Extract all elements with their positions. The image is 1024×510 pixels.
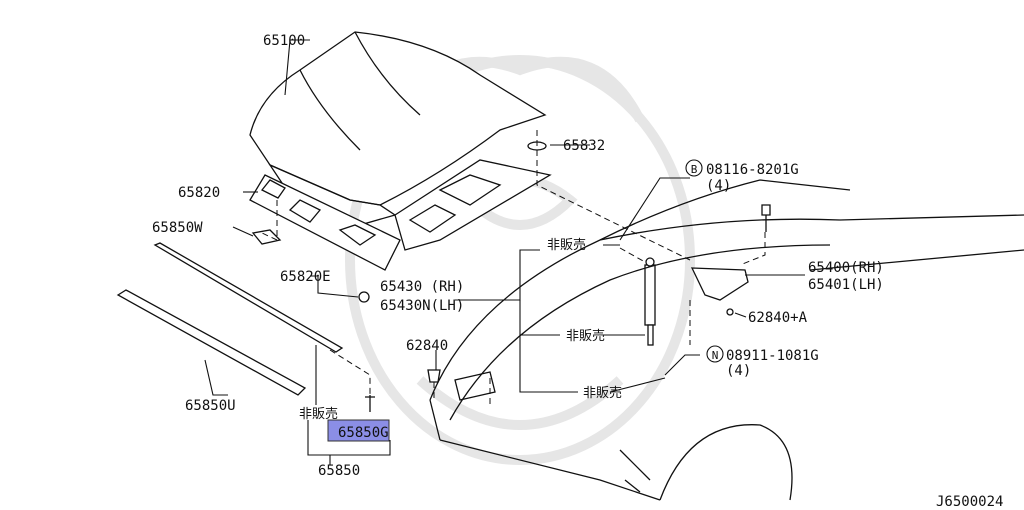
solid-leaders [204, 39, 805, 465]
label-08116[interactable]: 08116-8201G [706, 162, 799, 178]
label-08911[interactable]: 08911-1081G [726, 348, 819, 364]
hood-stay[interactable] [644, 257, 656, 346]
label-65850g[interactable]: 65850G [338, 425, 389, 441]
label-65430n[interactable]: 65430N(LH) [380, 298, 464, 314]
label-65850[interactable]: 65850 [318, 463, 360, 479]
seal-65850w[interactable] [251, 229, 282, 245]
diagram-id: J6500024 [936, 494, 1003, 510]
svg-text:B: B [691, 163, 698, 176]
hood-inner-panel[interactable] [394, 159, 552, 251]
label-not-sold-3: 非販売 [583, 385, 622, 401]
label-65100[interactable]: 65100 [263, 33, 305, 49]
label-08911-qty: (4) [726, 363, 751, 379]
label-62840a[interactable]: 62840+A [748, 310, 808, 326]
clip-65850g[interactable] [365, 395, 375, 412]
label-not-sold-4: 非販売 [299, 406, 338, 422]
cowl-panel-65820[interactable] [249, 174, 401, 271]
label-65820[interactable]: 65820 [178, 185, 220, 201]
label-65401[interactable]: 65401(LH) [808, 277, 884, 293]
seal-strip-upper[interactable] [153, 242, 344, 353]
car-body-outline [429, 179, 1024, 501]
label-65820e[interactable]: 65820E [280, 269, 331, 285]
label-65400[interactable]: 65400(RH) [808, 260, 884, 276]
circle-marker-b: B [685, 159, 703, 177]
dashed-leaders [261, 130, 766, 405]
label-not-sold-1: 非販売 [547, 237, 586, 253]
label-65850w[interactable]: 65850W [152, 220, 203, 236]
label-08116-qty: (4) [706, 178, 731, 194]
seal-strip-lower-65850u[interactable] [116, 289, 307, 396]
label-62840[interactable]: 62840 [406, 338, 448, 354]
stop-rubber-62840[interactable] [427, 369, 441, 383]
clip-65820e[interactable] [358, 291, 370, 303]
hood-hinge-65400[interactable] [690, 267, 749, 316]
hood-part[interactable] [249, 31, 547, 226]
bolt-08116[interactable] [761, 204, 771, 232]
label-not-sold-2: 非販売 [566, 328, 605, 344]
circle-marker-n: N [706, 345, 724, 363]
label-65430[interactable]: 65430 (RH) [380, 279, 464, 295]
svg-text:N: N [712, 349, 719, 362]
highlight-box-65850g[interactable] [327, 419, 390, 442]
label-65850u[interactable]: 65850U [185, 398, 236, 414]
label-65832[interactable]: 65832 [563, 138, 605, 154]
